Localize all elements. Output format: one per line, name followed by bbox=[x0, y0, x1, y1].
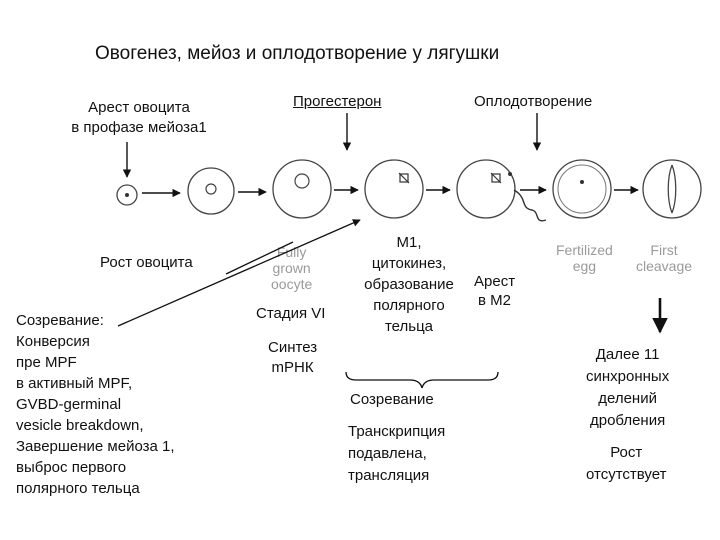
label-line: подавлена, bbox=[348, 445, 427, 462]
label-line: Транскрипция bbox=[348, 423, 446, 440]
label-first-cleavage: First cleavage bbox=[636, 242, 692, 274]
arrow-maturation-to-m1 bbox=[117, 219, 361, 327]
label-line: mРНК bbox=[271, 359, 314, 376]
label-line: в M2 bbox=[478, 292, 512, 309]
cell-maturing-oocyte bbox=[364, 159, 424, 219]
label-line: трансляция bbox=[348, 467, 430, 484]
line-growth-to-fully-grown bbox=[225, 241, 294, 275]
label-line: делений bbox=[598, 390, 657, 407]
label-line: полярного bbox=[373, 297, 445, 314]
bracket-maturation bbox=[345, 371, 499, 389]
label-m1-cytokinesis: M1, цитокинез, образование полярного тел… bbox=[345, 232, 473, 337]
label-line: образование bbox=[364, 276, 454, 293]
label-fertilization: Оплодотворение bbox=[474, 93, 593, 110]
label-line: Завершение мейоза 1, bbox=[16, 438, 175, 455]
cell-fertilized-egg bbox=[552, 159, 612, 219]
page-title: Овогенез, мейоз и оплодотворение у лягуш… bbox=[95, 43, 500, 64]
label-arrest-prophase: Арест овоцита в профазе мейоза1 bbox=[56, 98, 222, 138]
label-line: oocyte bbox=[271, 276, 313, 292]
label-line: в активный MPF, bbox=[16, 375, 133, 392]
label-maturation: Созревание bbox=[350, 391, 434, 408]
cell-small-oocyte bbox=[116, 184, 138, 206]
label-line: grown bbox=[272, 260, 311, 276]
label-line: vesicle breakdown, bbox=[16, 417, 144, 434]
label-progesterone: Прогестерон bbox=[293, 93, 382, 110]
label-maturation-details: Созревание: Конверсия пре MPF в активный… bbox=[16, 310, 175, 499]
label-line: GVBD-germinal bbox=[16, 396, 122, 413]
label-line: тельца bbox=[384, 318, 434, 335]
label-line: отсутствует bbox=[586, 466, 667, 483]
label-line: выброс первого bbox=[16, 459, 127, 476]
cell-first-cleavage bbox=[642, 159, 702, 219]
label-line: цитокинез, bbox=[371, 255, 447, 272]
label-line: Арест bbox=[474, 273, 516, 290]
label-line: синхронных bbox=[586, 368, 670, 385]
label-mrna-synthesis: Синтез mРНК bbox=[268, 338, 317, 378]
sperm-icon bbox=[513, 189, 547, 222]
label-line: Далее 11 bbox=[595, 346, 660, 363]
label-line: M1, bbox=[396, 234, 422, 251]
label-fully-grown-oocyte: Fully grown oocyte bbox=[271, 244, 312, 292]
label-line: Fertilized bbox=[556, 242, 613, 258]
label-line: в профазе мейоза1 bbox=[71, 119, 207, 136]
cell-growing-oocyte bbox=[187, 167, 235, 215]
cell-arrested-m2-egg bbox=[456, 159, 516, 219]
label-stage-vi: Стадия VI bbox=[256, 305, 326, 322]
label-line: cleavage bbox=[636, 258, 693, 274]
label-line: полярного тельца bbox=[16, 480, 140, 497]
label-line: дробления bbox=[589, 412, 666, 429]
label-line: First bbox=[650, 242, 678, 258]
label-line: Арест овоцита bbox=[88, 99, 190, 116]
label-line: Созревание: bbox=[16, 312, 104, 329]
label-arrest-m2: Арест в M2 bbox=[474, 272, 515, 310]
label-line: Рост bbox=[610, 444, 643, 461]
label-no-growth: Рост отсутствует bbox=[586, 442, 666, 486]
label-line: пре MPF bbox=[16, 354, 77, 371]
label-transcription: Транскрипция подавлена, трансляция bbox=[348, 421, 445, 487]
label-line: Fully bbox=[276, 244, 307, 260]
label-oocyte-growth: Рост овоцита bbox=[100, 254, 193, 271]
label-line: Конверсия bbox=[16, 333, 90, 350]
label-fertilized-egg: Fertilized egg bbox=[556, 242, 613, 274]
label-line: egg bbox=[572, 258, 597, 274]
label-line: Синтез bbox=[268, 339, 318, 356]
label-further-cleavage: Далее 11 синхронных делений дробления bbox=[586, 344, 669, 432]
cell-fully-grown-oocyte bbox=[272, 159, 332, 219]
